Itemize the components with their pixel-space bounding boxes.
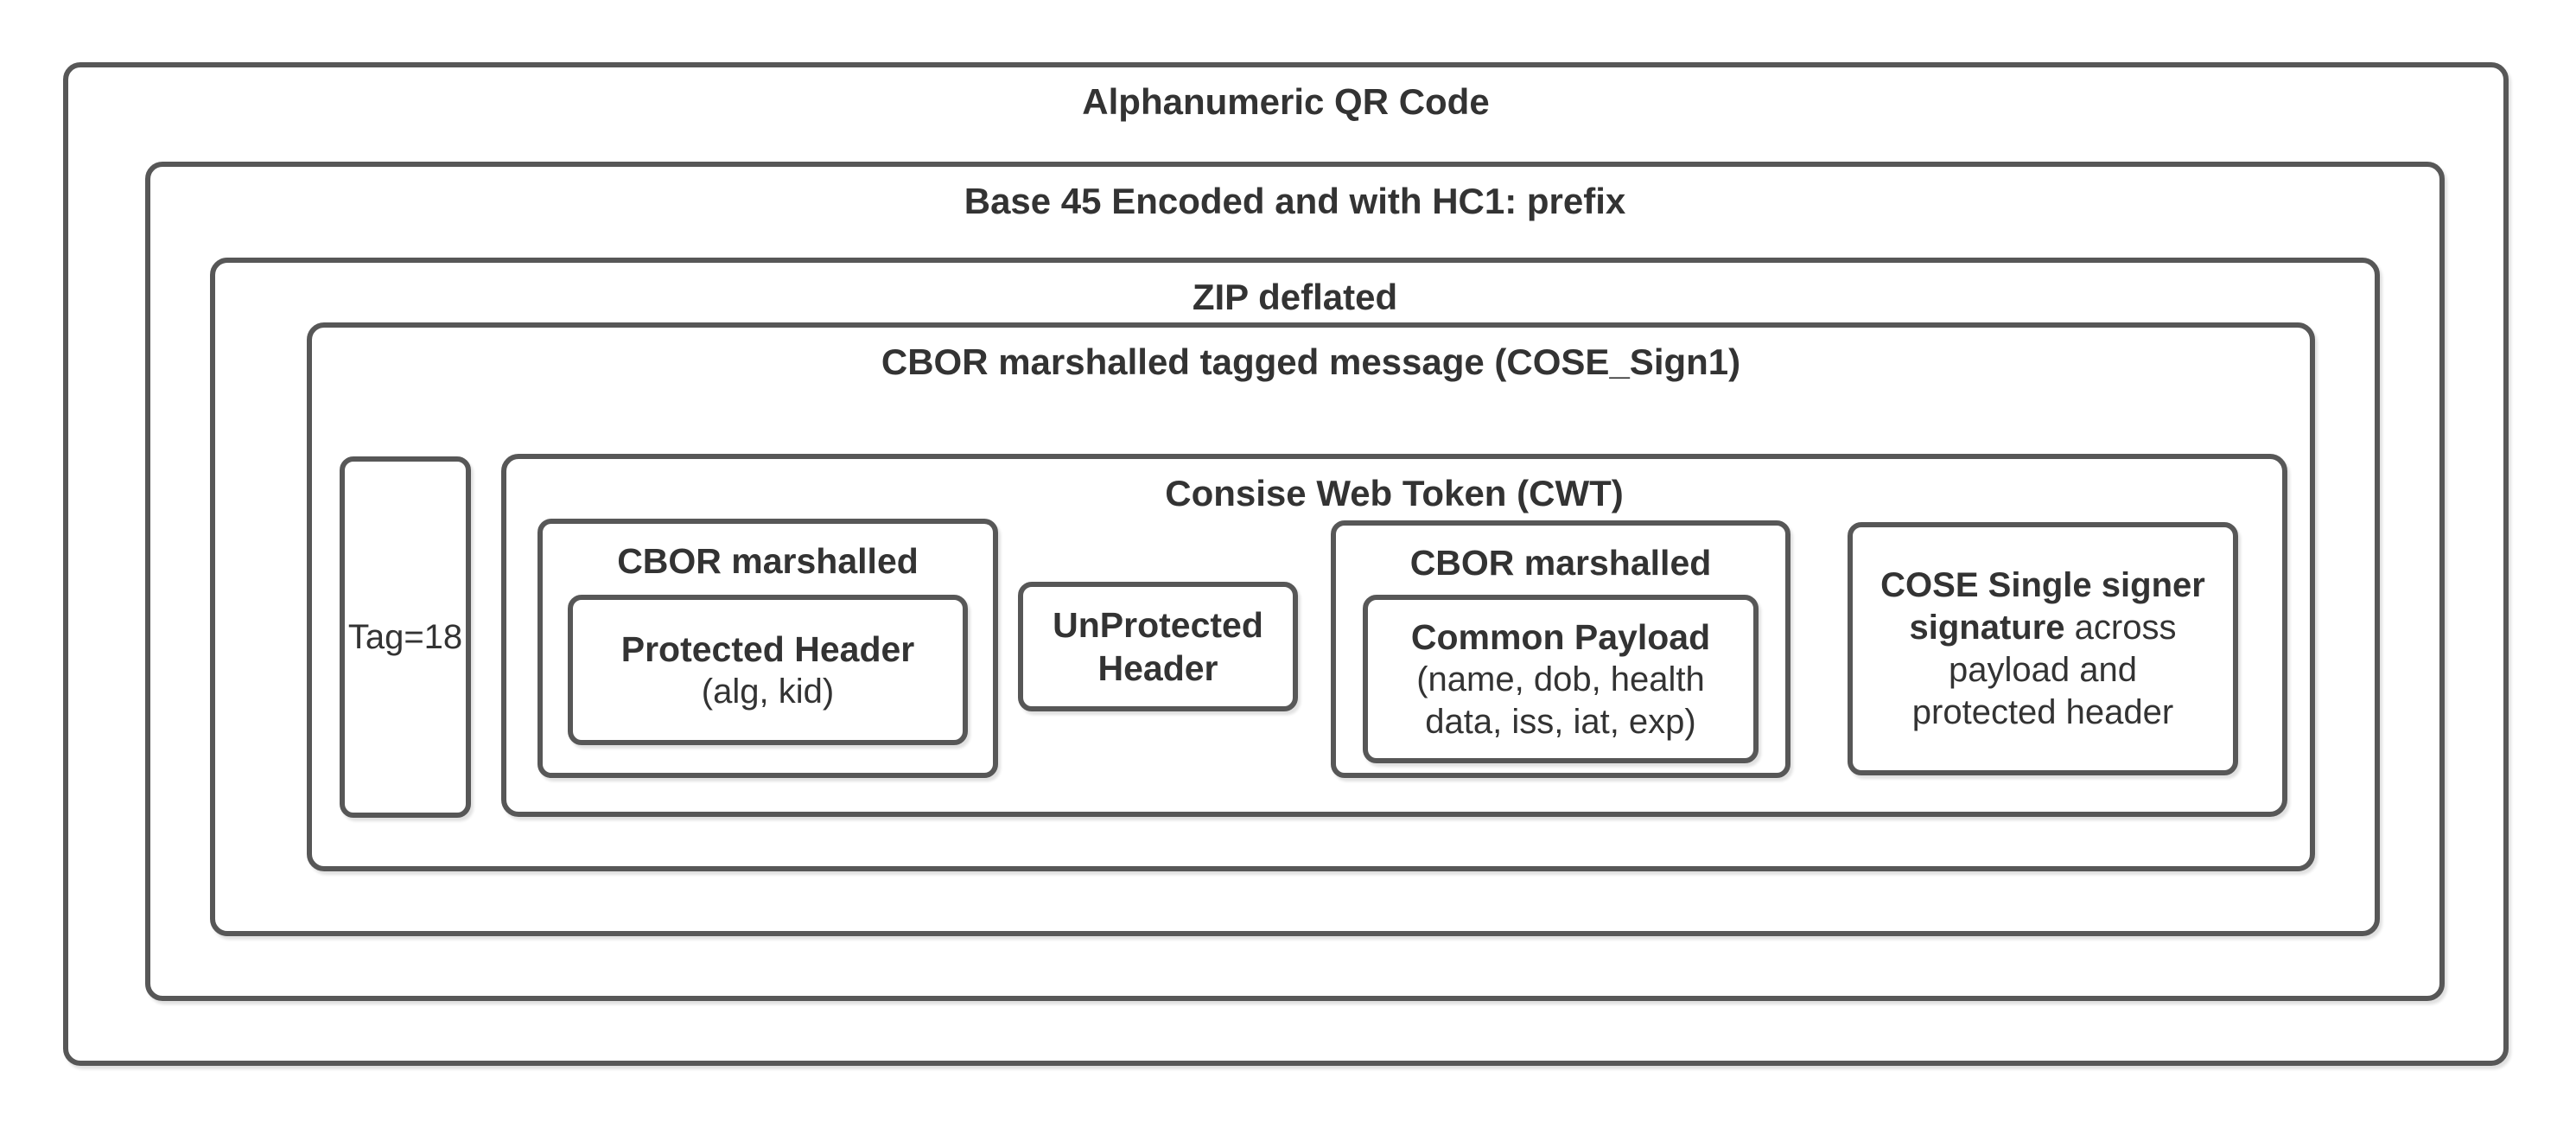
common-payload-detail-line2: data, iss, iat, exp) — [1425, 702, 1696, 741]
layer-title-zip-deflated: ZIP deflated — [1192, 277, 1398, 317]
cose-signature-line3: payload and — [1949, 650, 2137, 689]
unprotected-header-label-line2: Header — [1097, 648, 1218, 688]
unprotected-header-label-line1: UnProtected — [1053, 605, 1263, 645]
protected-header-label: Protected Header — [620, 628, 915, 669]
protected-header-box: Protected Header (alg, kid) — [568, 595, 968, 745]
layer-title-cose-sign1-message: CBOR marshalled tagged message (COSE_Sig… — [881, 341, 1741, 382]
unprotected-header-box: UnProtected Header — [1018, 582, 1298, 711]
tag-18-label: Tag=18 — [347, 618, 463, 656]
cose-signature-line1: COSE Single signer — [1880, 565, 2205, 604]
protected-header-detail: (alg, kid) — [701, 672, 835, 711]
common-payload-detail-line1: (name, dob, health — [1416, 660, 1705, 698]
cose-signature-line2: signature across — [1909, 608, 2177, 647]
cose-signature-line4: protected header — [1911, 692, 2174, 731]
cose-signature-box: COSE Single signer signature across payl… — [1848, 522, 2238, 775]
layer-title-alphanumeric-qr-code: Alphanumeric QR Code — [1082, 81, 1490, 122]
layer-title-base45-hc1: Base 45 Encoded and with HC1: prefix — [964, 181, 1626, 221]
tag-18-box: Tag=18 — [340, 456, 471, 818]
common-payload-box: Common Payload (name, dob, health data, … — [1363, 595, 1759, 763]
cwt-title: Consise Web Token (CWT) — [1165, 473, 1624, 513]
cbor-marshalled-protected-wrapper-title: CBOR marshalled — [617, 541, 919, 581]
cbor-marshalled-payload-wrapper-title: CBOR marshalled — [1409, 543, 1712, 583]
common-payload-label: Common Payload — [1410, 616, 1711, 657]
